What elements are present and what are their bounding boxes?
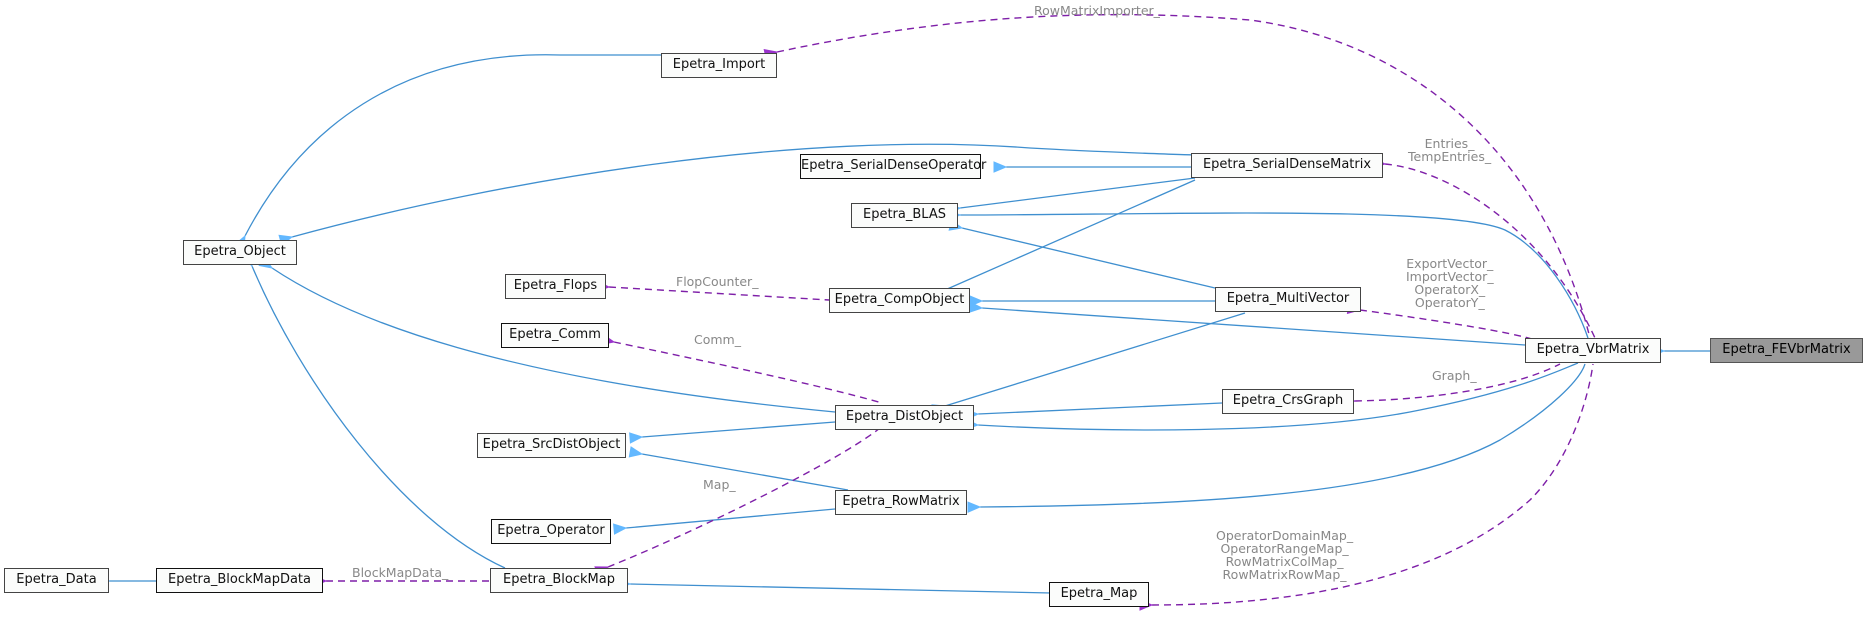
edge-vbrmatrix-uses-multivector <box>1360 310 1533 340</box>
edge-label-blockmapdata: BlockMapData_ <box>352 565 449 580</box>
edge-vbrmatrix-to-compobject <box>982 308 1526 346</box>
node-serialdenseoperator[interactable]: Epetra_SerialDenseOperator <box>800 154 986 179</box>
edge-blockmap-to-object <box>252 266 506 569</box>
edge-rowmatrix-to-srcdistobject <box>642 454 849 491</box>
node-blockmapdata[interactable]: Epetra_BlockMapData <box>156 568 323 593</box>
node-multivector[interactable]: Epetra_MultiVector <box>1215 287 1361 312</box>
node-compobject[interactable]: Epetra_CompObject <box>829 288 970 313</box>
edge-distobject-to-object <box>272 268 836 413</box>
node-rowmatrix[interactable]: Epetra_RowMatrix <box>835 490 967 515</box>
edge-vbrmatrix-to-distobject <box>978 362 1579 431</box>
edge-map-to-blockmap <box>630 584 1052 594</box>
node-vbrmatrix[interactable]: Epetra_VbrMatrix <box>1525 338 1661 363</box>
node-operator[interactable]: Epetra_Operator <box>491 519 611 544</box>
edge-distobject-uses-comm <box>614 342 883 404</box>
edge-vbrmatrix-to-rowmatrix <box>980 363 1586 507</box>
edge-vbrmatrix-uses-serialdensematrix <box>1385 164 1596 339</box>
node-object[interactable]: Epetra_Object <box>183 240 297 265</box>
edge-import-to-object <box>245 54 661 236</box>
edge-distobject-uses-blockmap <box>608 427 881 567</box>
edge-label-vectors: ExportVector_ ImportVector_ OperatorX_ O… <box>1406 256 1494 310</box>
edge-vbrmatrix-uses-crsgraph <box>1355 363 1561 401</box>
node-serialdensematrix[interactable]: Epetra_SerialDenseMatrix <box>1191 153 1383 178</box>
node-crsgraph[interactable]: Epetra_CrsGraph <box>1222 389 1354 414</box>
node-comm[interactable]: Epetra_Comm <box>501 323 609 348</box>
node-import[interactable]: Epetra_Import <box>661 53 777 78</box>
edge-label-maps: OperatorDomainMap_ OperatorRangeMap_ Row… <box>1216 528 1354 582</box>
node-srcdistobject[interactable]: Epetra_SrcDistObject <box>477 433 626 458</box>
node-distobject[interactable]: Epetra_DistObject <box>835 405 974 430</box>
edge-label-comm: Comm_ <box>694 332 741 347</box>
edge-compobject-uses-flops <box>609 287 830 301</box>
node-blas[interactable]: Epetra_BLAS <box>851 203 958 228</box>
edge-label-map: Map_ <box>703 477 736 492</box>
edge-serialdensematrix-to-compobject <box>945 179 1196 290</box>
edge-vbrmatrix-uses-map <box>1152 363 1594 605</box>
node-data[interactable]: Epetra_Data <box>4 568 109 593</box>
edge-crsgraph-to-distobject <box>978 402 1223 414</box>
node-blockmap[interactable]: Epetra_BlockMap <box>490 568 628 593</box>
node-fevbrmatrix: Epetra_FEVbrMatrix <box>1710 338 1863 363</box>
edge-label-rowmatriximporter: RowMatrixImporter_ <box>1034 3 1160 18</box>
edge-vbrmatrix-to-blas <box>960 213 1589 339</box>
edge-vbrmatrix-uses-import <box>777 13 1591 339</box>
edge-label-entries: Entries_ TempEntries_ <box>1408 136 1492 164</box>
edge-serialdensematrix-to-blas <box>960 177 1196 208</box>
edge-serialdensematrix-to-object <box>292 143 1201 237</box>
edge-label-flopcounter: FlopCounter_ <box>676 274 759 289</box>
edge-multivector-to-distobject <box>945 312 1246 406</box>
edge-multivector-to-blas <box>962 228 1216 289</box>
edge-label-graph: Graph_ <box>1432 368 1477 383</box>
node-map[interactable]: Epetra_Map <box>1049 582 1149 607</box>
node-flops[interactable]: Epetra_Flops <box>505 274 606 299</box>
edge-rowmatrix-to-operator <box>626 508 836 528</box>
edge-distobject-to-srcdistobject <box>642 421 836 437</box>
